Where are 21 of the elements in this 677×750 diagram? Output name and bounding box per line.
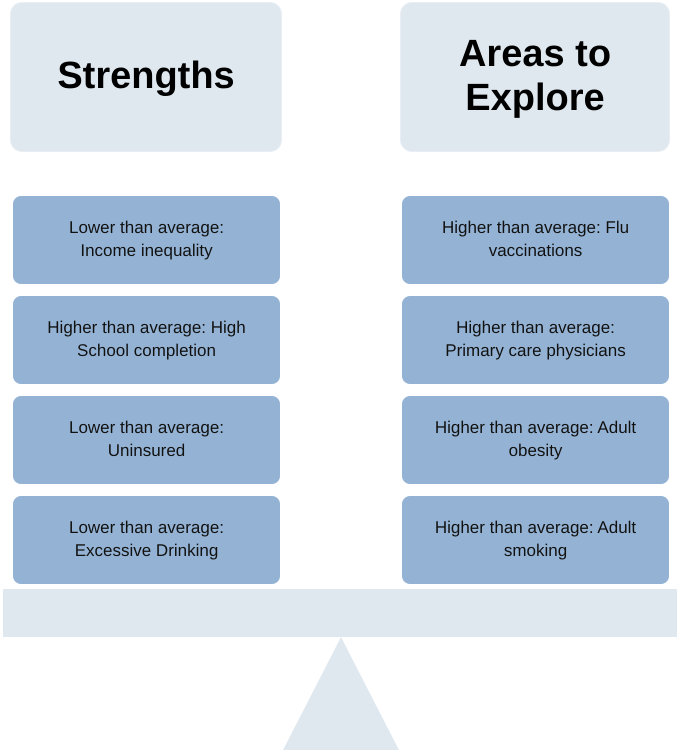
heading-box [400, 2, 670, 152]
item-box [402, 296, 669, 384]
item-box [402, 496, 669, 584]
item-text: Lower than average: Excessive Drinking [68, 517, 225, 562]
item-box [13, 496, 280, 584]
item-box [13, 196, 280, 284]
heading-text: Strengths [57, 55, 235, 99]
item-text: Higher than average: High School completion [46, 317, 247, 362]
item-box [13, 296, 280, 384]
heading-box [10, 2, 282, 152]
item-text: Lower than average: Income inequality [68, 217, 225, 262]
item-box [13, 396, 280, 484]
item-text: Lower than average: Uninsured [68, 417, 225, 462]
fulcrum-triangle [283, 637, 399, 750]
item-text: Higher than average: Primary care physicians [444, 317, 627, 362]
item-text: Higher than average: Adult obesity [434, 417, 638, 462]
item-box [402, 396, 669, 484]
item-text: Higher than average: Adult smoking [434, 517, 638, 562]
item-box [402, 196, 669, 284]
item-text: Higher than average: Flu vaccinations [440, 217, 630, 262]
heading-text: Areas to Explore [458, 33, 612, 121]
